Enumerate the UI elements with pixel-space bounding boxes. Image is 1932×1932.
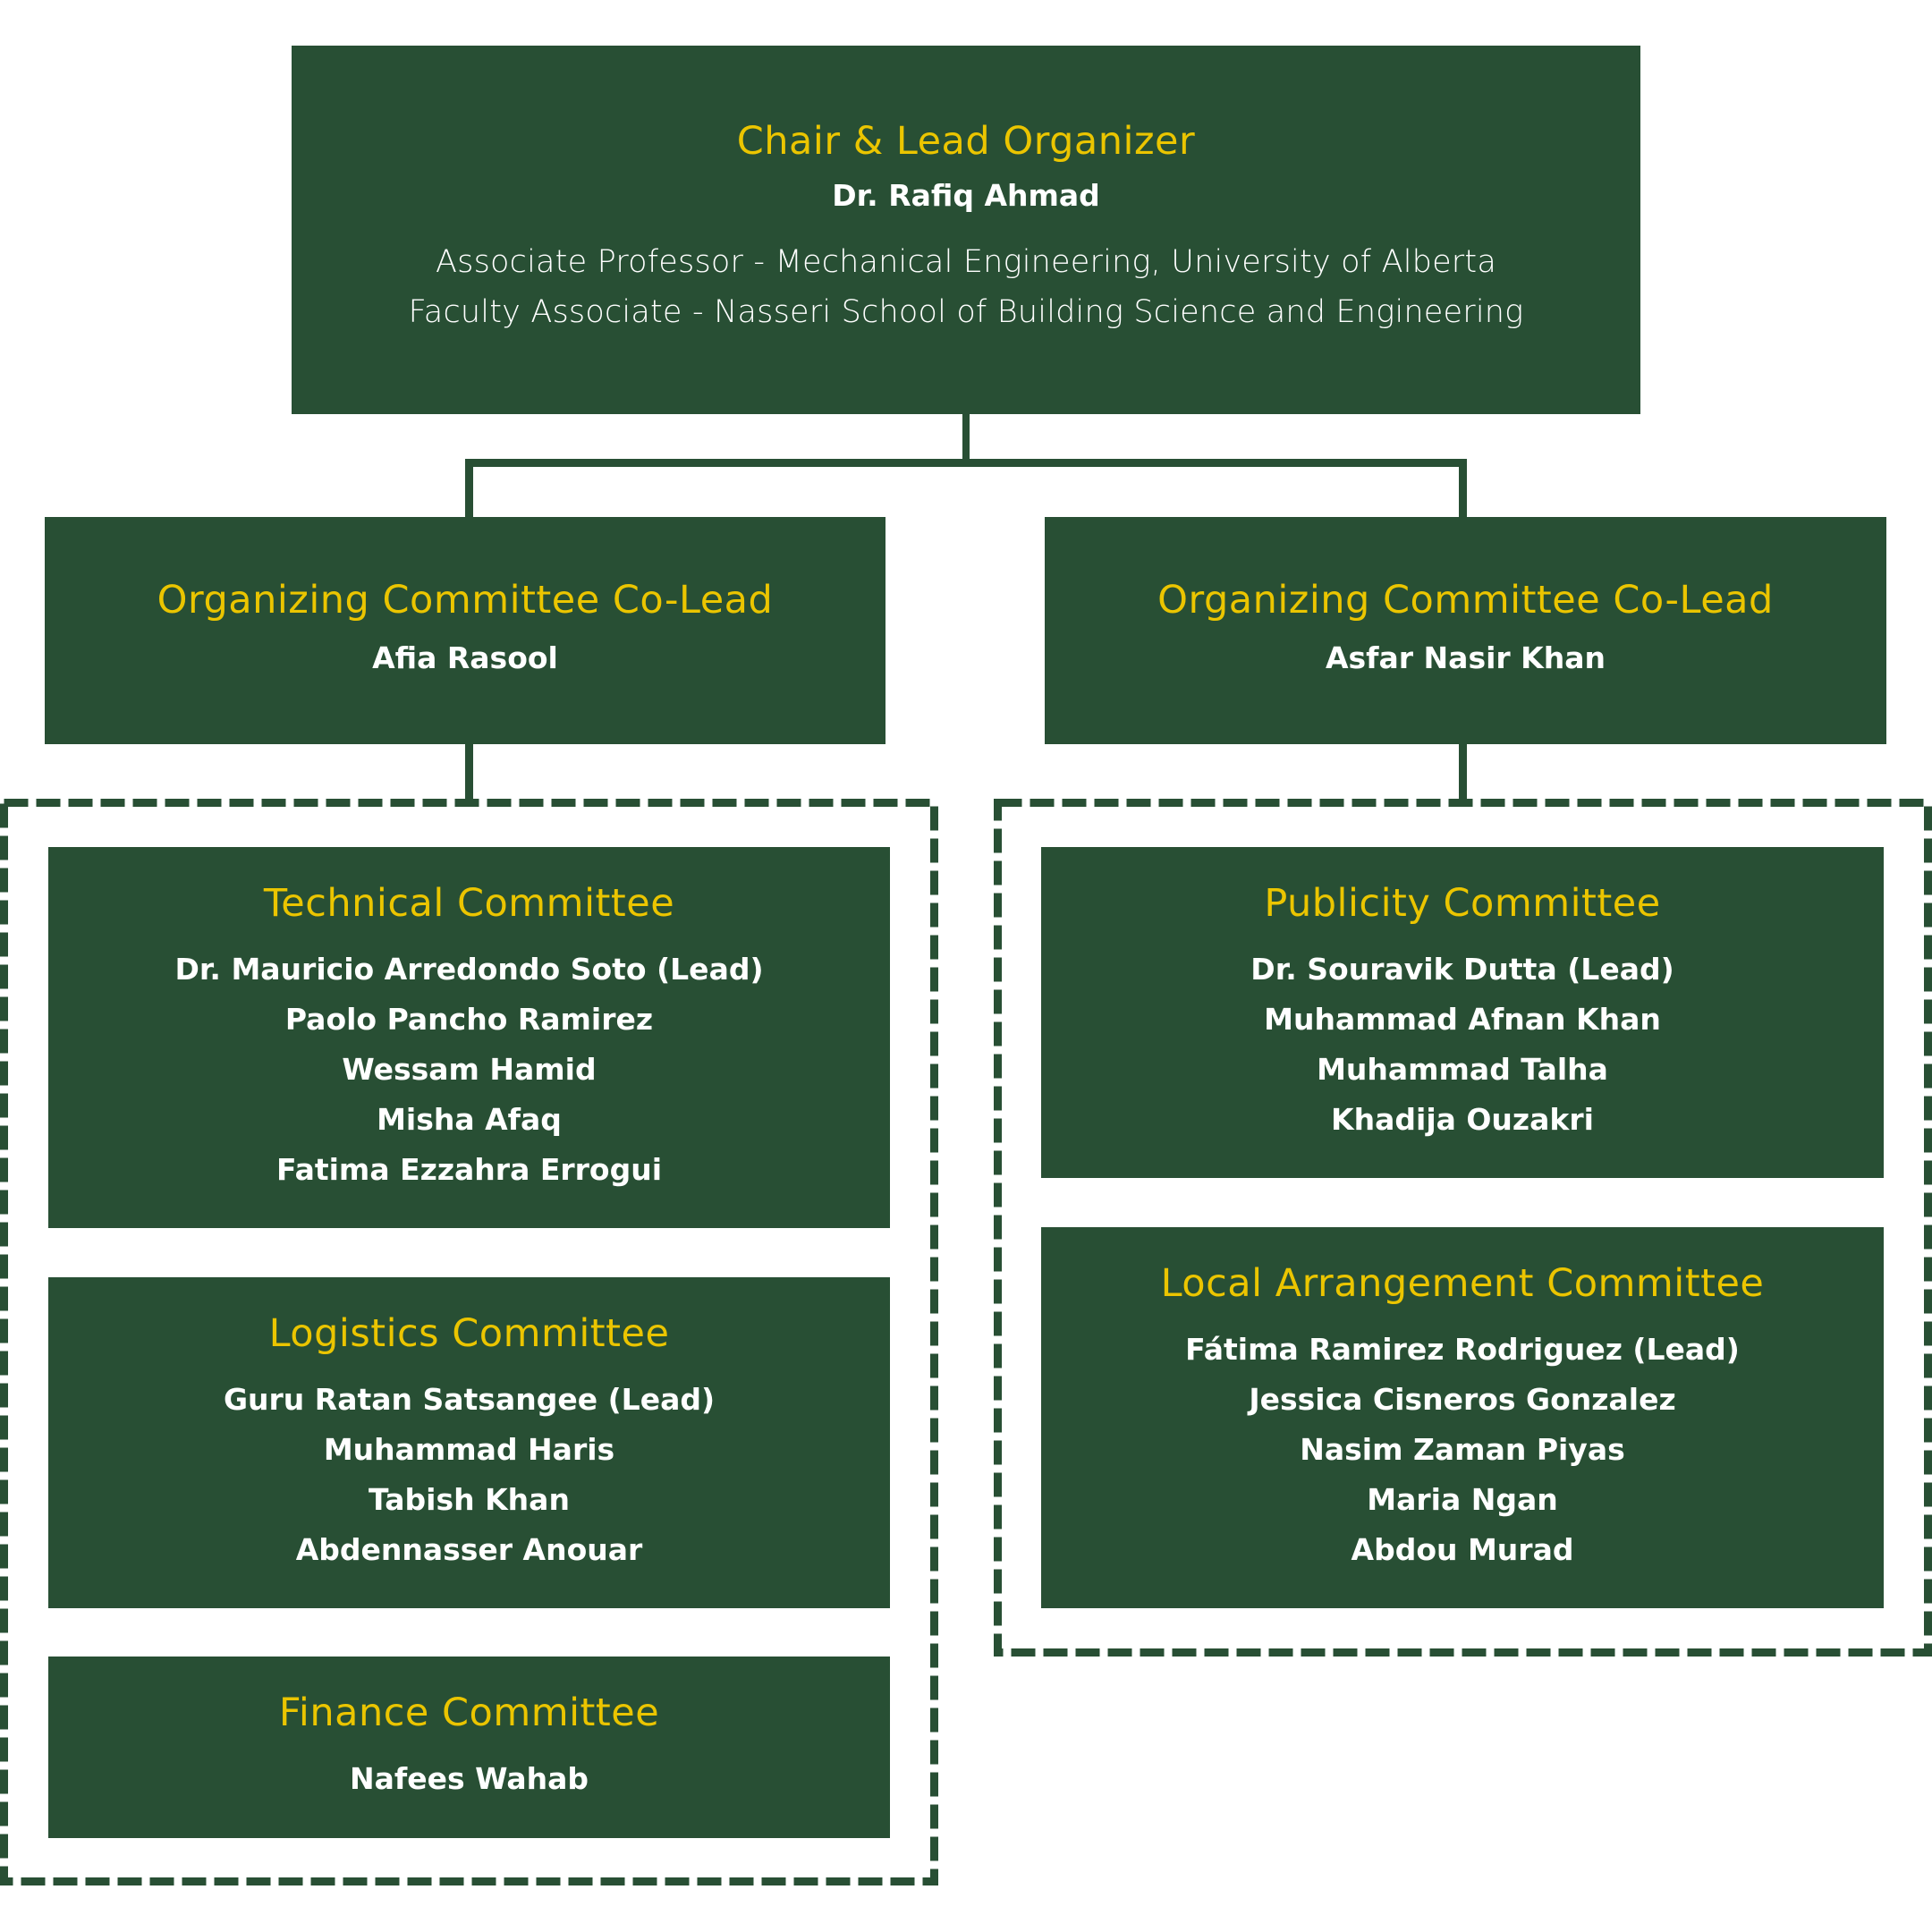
chair-affiliation-2: Faculty Associate - Nasseri School of Bu… xyxy=(408,294,1524,330)
committee-title: Publicity Committee xyxy=(1264,881,1661,926)
connector-colead-right-to-group xyxy=(1459,744,1467,803)
connector-to-colead-right xyxy=(1459,459,1467,517)
colead-name: Asfar Nasir Khan xyxy=(1325,640,1606,675)
member-name: Misha Afaq xyxy=(377,1102,562,1137)
committee-title: Local Arrangement Committee xyxy=(1160,1261,1765,1306)
colead-box-right: Organizing Committee Co-Lead Asfar Nasir… xyxy=(1045,517,1886,744)
member-name: Muhammad Talha xyxy=(1317,1052,1608,1087)
member-name: Abdennasser Anouar xyxy=(295,1532,643,1567)
connector-chair-down xyxy=(962,414,970,462)
member-name: Wessam Hamid xyxy=(342,1052,597,1087)
chair-affiliation-1: Associate Professor - Mechanical Enginee… xyxy=(436,244,1496,280)
local-arrangement-committee-box: Local Arrangement Committee Fátima Ramir… xyxy=(1041,1227,1884,1608)
member-list: Guru Ratan Satsangee (Lead) Muhammad Har… xyxy=(224,1375,715,1575)
member-name: Fátima Ramirez Rodriguez (Lead) xyxy=(1185,1332,1740,1367)
member-name: Abdou Murad xyxy=(1351,1532,1574,1567)
colead-box-left: Organizing Committee Co-Lead Afia Rasool xyxy=(45,517,886,744)
committee-title: Finance Committee xyxy=(278,1690,660,1735)
publicity-committee-box: Publicity Committee Dr. Souravik Dutta (… xyxy=(1041,847,1884,1178)
committee-title: Technical Committee xyxy=(263,881,675,926)
connector-to-colead-left xyxy=(465,459,473,517)
member-name: Dr. Souravik Dutta (Lead) xyxy=(1250,952,1674,987)
colead-title: Organizing Committee Co-Lead xyxy=(157,578,774,623)
connector-horizontal-bar xyxy=(465,459,1467,467)
member-name: Muhammad Haris xyxy=(323,1432,615,1467)
connector-colead-left-to-group xyxy=(465,744,473,803)
member-name: Jessica Cisneros Gonzalez xyxy=(1249,1382,1676,1417)
member-list: Nafees Wahab xyxy=(350,1754,589,1804)
chair-name: Dr. Rafiq Ahmad xyxy=(832,178,1100,213)
finance-committee-box: Finance Committee Nafees Wahab xyxy=(48,1657,890,1838)
member-list: Dr. Souravik Dutta (Lead) Muhammad Afnan… xyxy=(1250,945,1674,1145)
colead-title: Organizing Committee Co-Lead xyxy=(1157,578,1774,623)
member-name: Khadija Ouzakri xyxy=(1331,1102,1594,1137)
right-committee-group-border xyxy=(994,799,1932,1657)
member-list: Dr. Mauricio Arredondo Soto (Lead) Paolo… xyxy=(174,945,763,1195)
member-name: Tabish Khan xyxy=(369,1482,570,1517)
committee-title: Logistics Committee xyxy=(268,1311,670,1356)
member-name: Maria Ngan xyxy=(1367,1482,1558,1517)
logistics-committee-box: Logistics Committee Guru Ratan Satsangee… xyxy=(48,1277,890,1608)
chair-title: Chair & Lead Organizer xyxy=(736,119,1196,164)
member-name: Fatima Ezzahra Errogui xyxy=(275,1152,663,1187)
member-name: Paolo Pancho Ramirez xyxy=(284,1002,654,1037)
member-name: Muhammad Afnan Khan xyxy=(1264,1002,1661,1037)
left-committee-group-border xyxy=(0,799,938,1885)
member-name: Dr. Mauricio Arredondo Soto (Lead) xyxy=(174,952,764,987)
colead-name: Afia Rasool xyxy=(372,640,558,675)
chair-box: Chair & Lead Organizer Dr. Rafiq Ahmad A… xyxy=(292,46,1640,414)
member-name: Nafees Wahab xyxy=(349,1761,589,1796)
member-name: Nasim Zaman Piyas xyxy=(1300,1432,1625,1467)
member-list: Fátima Ramirez Rodriguez (Lead) Jessica … xyxy=(1185,1325,1740,1575)
member-name: Guru Ratan Satsangee (Lead) xyxy=(223,1382,716,1417)
technical-committee-box: Technical Committee Dr. Mauricio Arredon… xyxy=(48,847,890,1228)
